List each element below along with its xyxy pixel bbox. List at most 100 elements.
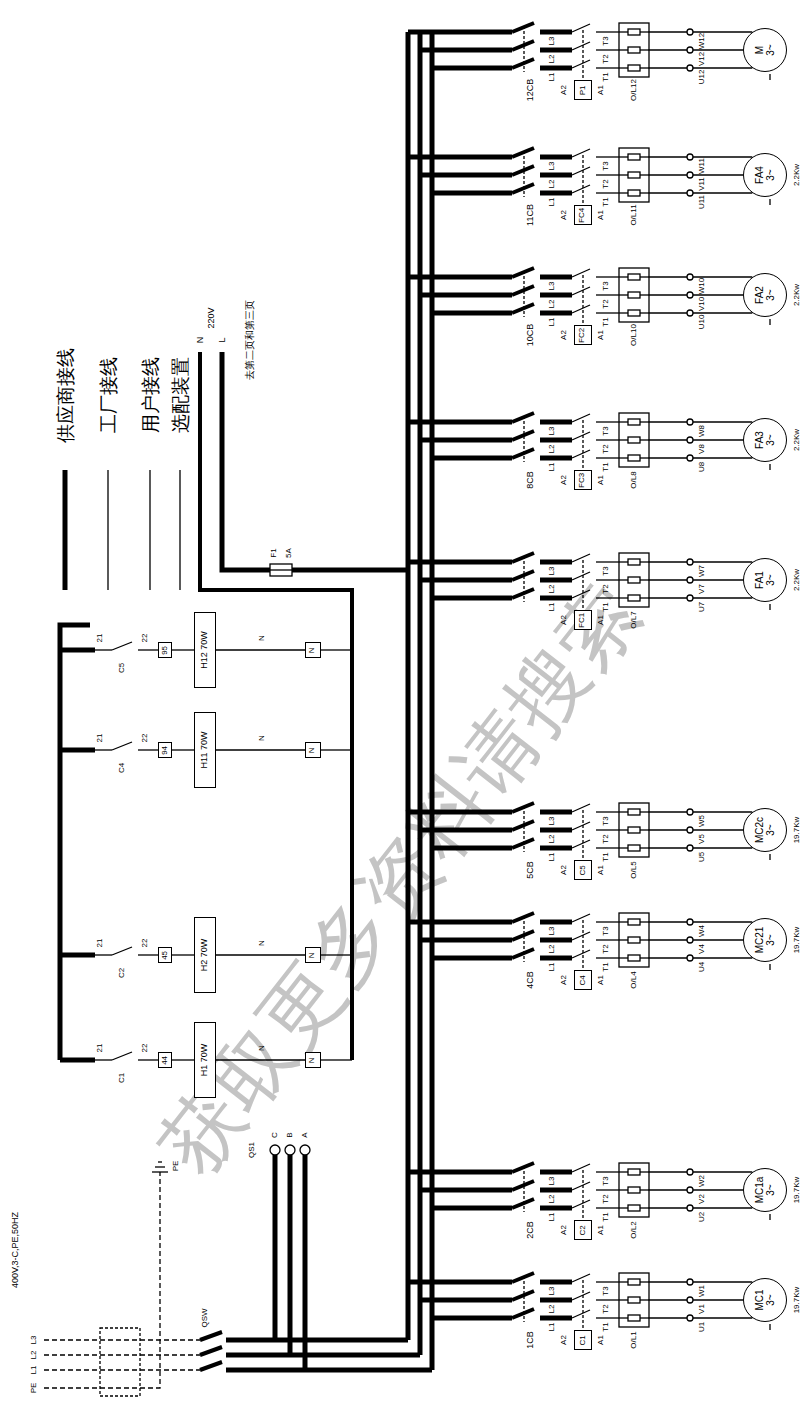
wire-label: 2.2Kw <box>793 284 801 306</box>
wire <box>95 1059 112 1060</box>
supply-wire <box>540 311 572 316</box>
supply-wire <box>540 275 572 280</box>
supply-wire <box>540 191 572 196</box>
wire <box>620 312 628 313</box>
wire <box>596 921 620 922</box>
wire <box>596 192 620 193</box>
ground-wire <box>769 199 770 205</box>
wire-label: W10 <box>698 278 706 294</box>
wire-label: 1CB <box>526 1331 535 1349</box>
motor-wire <box>693 312 752 313</box>
wire-label: U11 <box>698 195 706 209</box>
contactor-link <box>582 275 583 325</box>
wire <box>648 156 687 157</box>
wire-label: L1 <box>30 1366 38 1375</box>
contactor-contact <box>572 1310 590 1318</box>
motor-wire <box>693 957 752 958</box>
ground-wire <box>769 854 770 860</box>
wire <box>596 1207 620 1208</box>
wire <box>648 457 687 458</box>
fuse-element <box>270 569 292 570</box>
contactor-link <box>582 155 583 205</box>
contactor-contact <box>572 1164 590 1172</box>
wire-label: A1 <box>597 865 605 875</box>
wire <box>648 1281 687 1282</box>
breaker-blade <box>512 166 534 175</box>
contactor-contact <box>572 1200 590 1208</box>
supply-wire <box>540 1298 572 1303</box>
wire-label: T2 <box>602 1194 610 1203</box>
node-text-group: C5 <box>579 865 588 875</box>
wire-label: A1 <box>597 330 605 340</box>
contactor-contact <box>572 167 590 175</box>
legend-line-sample <box>179 470 180 590</box>
supply-wire <box>222 352 270 570</box>
contactor-contact <box>572 305 590 313</box>
breaker-link <box>523 556 524 602</box>
breaker-blade <box>512 1291 534 1300</box>
contact-blade <box>112 642 132 650</box>
node-text-group: M3~ <box>754 44 776 55</box>
node-text: 45 <box>161 951 170 960</box>
motor-wire <box>693 811 752 812</box>
wire-label: L1 <box>548 73 556 82</box>
wire <box>620 1207 628 1208</box>
wire <box>620 829 628 830</box>
supply-wire <box>408 30 512 35</box>
supply-wire <box>432 596 512 601</box>
contactor-contact <box>572 554 590 562</box>
contactor-coil: P1 <box>574 80 592 100</box>
wire-label: A2 <box>560 475 568 485</box>
terminal <box>687 455 693 461</box>
wire-label: C1 <box>118 1073 126 1083</box>
motor-symbol: FA33~ <box>743 418 787 462</box>
wire-label: T2 <box>602 299 610 308</box>
wire <box>172 954 194 955</box>
wire <box>640 192 648 193</box>
wire <box>620 847 628 848</box>
wire <box>596 939 620 940</box>
breaker-blade <box>512 286 534 295</box>
terminal <box>687 937 693 943</box>
contactor-contact <box>572 414 590 422</box>
wire <box>640 921 648 922</box>
breaker-blade <box>512 59 534 68</box>
busbar <box>418 32 423 1355</box>
node-text-group: H2 70W <box>200 939 210 972</box>
contactor-contact <box>572 432 590 440</box>
thermal-element <box>628 955 640 961</box>
terminal <box>687 292 693 298</box>
wire-label: A2 <box>560 1225 568 1235</box>
overload-relay <box>619 553 649 607</box>
node-text: 3~ <box>765 1177 776 1204</box>
wire <box>640 457 648 458</box>
node-text: H12 70W <box>200 631 210 669</box>
wire <box>620 957 628 958</box>
motor-wire <box>693 939 743 940</box>
node-text: FA1 <box>754 571 765 589</box>
ground-wire <box>769 1324 770 1330</box>
wire <box>648 579 687 580</box>
wire-label: U1 <box>698 1322 706 1332</box>
wire-label: A1 <box>597 210 605 220</box>
wire <box>640 811 648 812</box>
wire-label: 220V <box>207 307 216 328</box>
ground-symbol <box>152 1171 168 1172</box>
incoming-wire <box>44 1369 200 1370</box>
motor-wire <box>693 49 743 50</box>
supply-wire <box>540 1170 572 1175</box>
qs1-wire <box>288 1155 293 1355</box>
ground-wire <box>769 319 770 325</box>
switch-blade <box>200 1347 222 1355</box>
wire-label: V10 <box>698 297 706 311</box>
wire <box>640 1207 648 1208</box>
breaker-blade <box>512 184 534 193</box>
wire-label: L3 <box>548 817 556 826</box>
wire <box>596 579 620 580</box>
wire <box>648 1317 687 1318</box>
ground-wire <box>769 604 770 610</box>
overload-relay <box>619 1273 649 1327</box>
breaker-blade <box>512 268 534 277</box>
motor-wire <box>693 829 743 830</box>
